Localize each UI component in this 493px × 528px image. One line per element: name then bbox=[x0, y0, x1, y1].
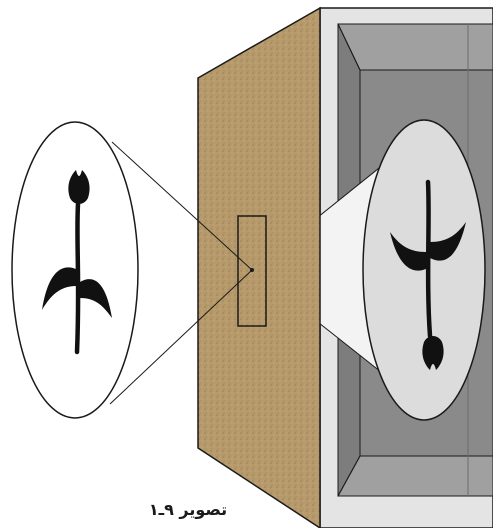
image-ellipse-group bbox=[363, 120, 485, 420]
object-ellipse-group bbox=[12, 122, 138, 418]
cardboard-panel bbox=[198, 8, 320, 528]
cardboard-face bbox=[198, 8, 320, 528]
image-ellipse bbox=[363, 120, 485, 420]
figure-caption: تصویر ۹ـ۱ bbox=[128, 500, 248, 519]
